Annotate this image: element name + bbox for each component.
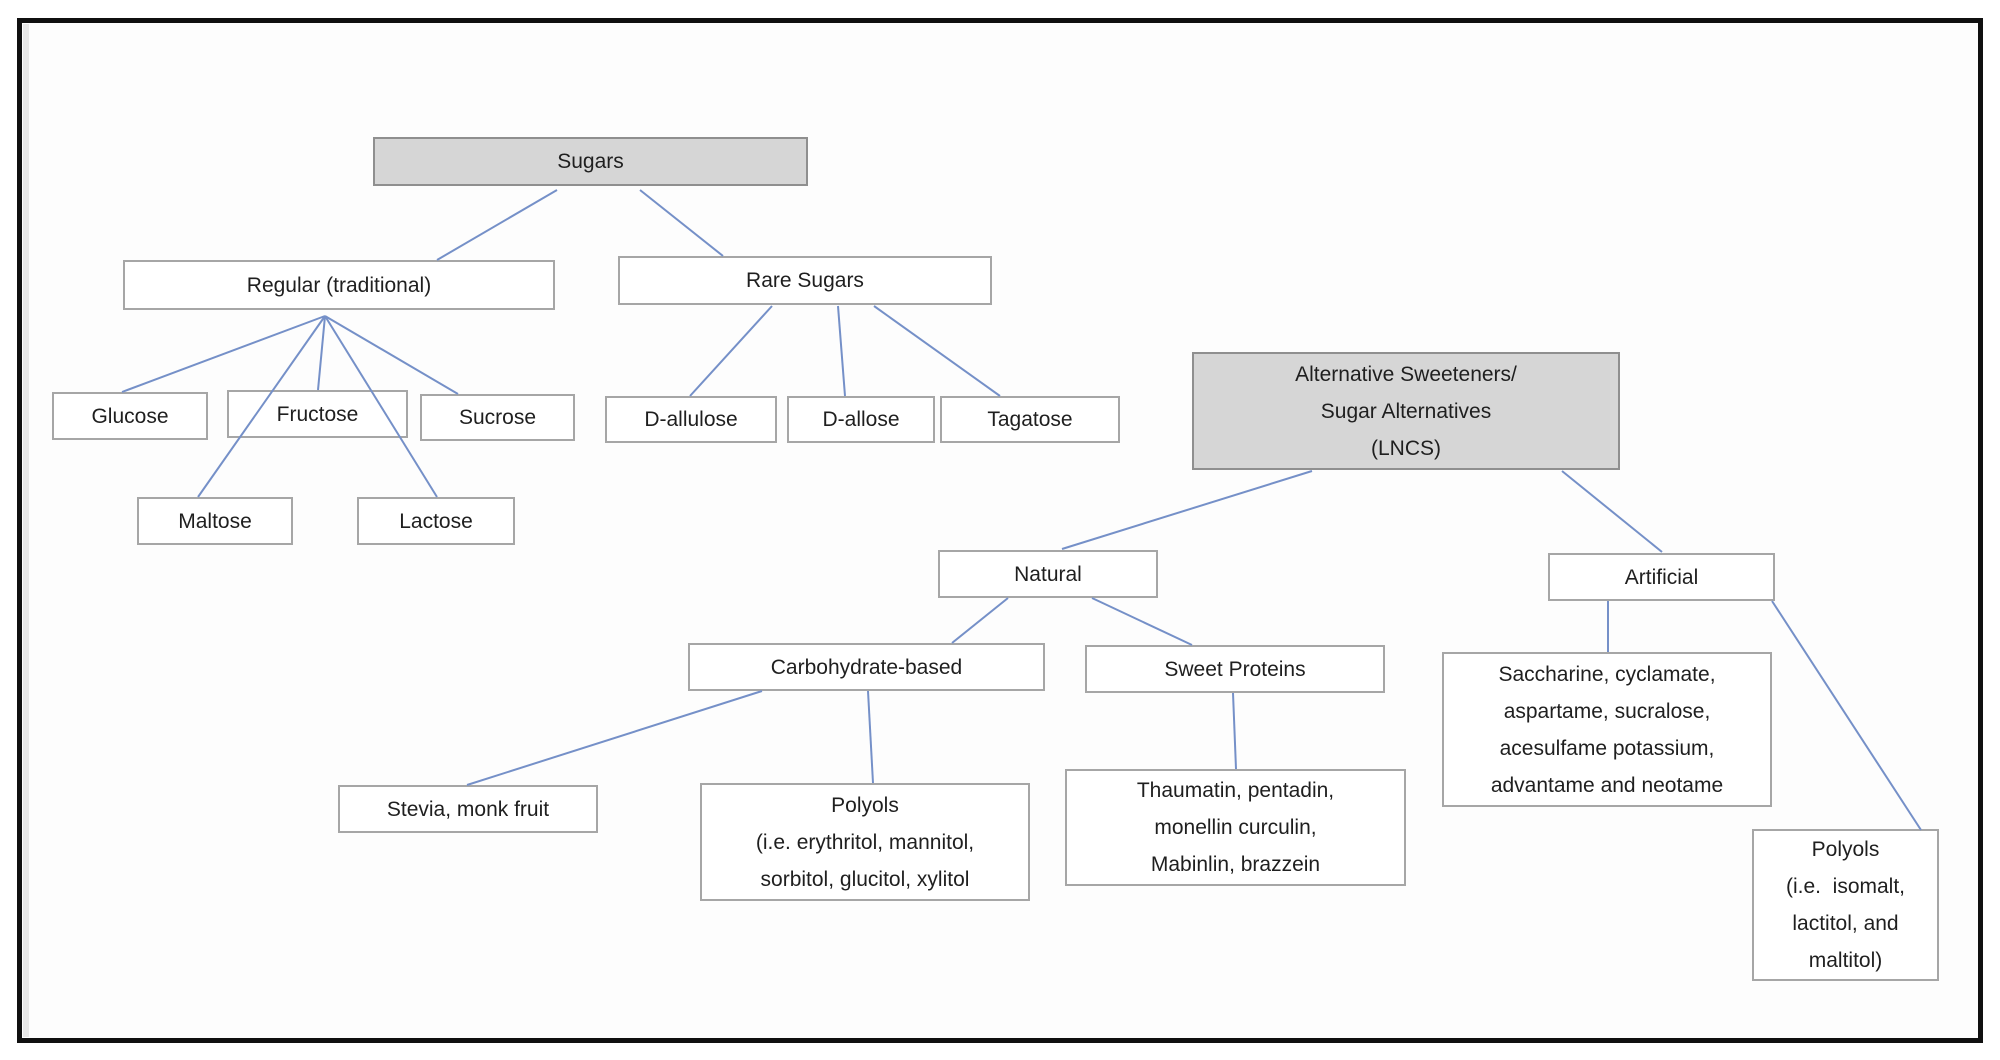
tree-node-label: Natural	[1014, 562, 1082, 586]
tree-node-maltose: Maltose	[137, 497, 293, 545]
tree-node-label: Sweet Proteins	[1164, 657, 1306, 681]
tree-node-label: Maltose	[178, 509, 252, 533]
tree-node-label: Fructose	[276, 402, 359, 426]
tree-node-rare-sugars: Rare Sugars	[618, 256, 992, 305]
tree-node-label: Stevia, monk fruit	[386, 797, 550, 821]
tree-node-tagatose: Tagatose	[940, 396, 1120, 443]
tree-node-sweet-protein-examples: Thaumatin, pentadin, monellin curculin, …	[1065, 769, 1406, 886]
tree-node-polyols-artificial: Polyols (i.e. isomalt, lactitol, and mal…	[1752, 829, 1939, 981]
tree-node-label: Sucrose	[458, 406, 537, 429]
tree-node-label: Sugars	[557, 150, 624, 173]
tree-node-label: Glucose	[91, 404, 169, 428]
tree-node-sugars: Sugars	[373, 137, 808, 186]
tree-node-artificial: Artificial	[1548, 553, 1775, 601]
tree-node-sweet-proteins: Sweet Proteins	[1085, 645, 1385, 693]
tree-node-label: Rare Sugars	[746, 269, 864, 292]
tree-node-d-allulose: D-allulose	[605, 396, 777, 443]
tree-node-label: Tagatose	[987, 408, 1073, 431]
tree-node-lactose: Lactose	[357, 497, 515, 545]
tree-node-natural: Natural	[938, 550, 1158, 598]
tree-node-label: Polyols (i.e. erythritol, mannitol, sorb…	[755, 793, 975, 891]
tree-node-label: D-allulose	[644, 408, 738, 431]
tree-node-label: Regular (traditional)	[246, 273, 432, 297]
tree-node-carbohydrate-based: Carbohydrate-based	[688, 643, 1045, 691]
tree-node-label: Lactose	[399, 509, 473, 533]
tree-node-polyols-natural: Polyols (i.e. erythritol, mannitol, sorb…	[700, 783, 1030, 901]
tree-node-label: Alternative Sweeteners/ Sugar Alternativ…	[1295, 362, 1517, 460]
tree-node-label: Carbohydrate-based	[770, 655, 963, 679]
tree-node-regular-traditional: Regular (traditional)	[123, 260, 555, 310]
tree-node-label: D-allose	[822, 408, 900, 431]
tree-node-glucose: Glucose	[52, 392, 208, 440]
tree-node-alternative-sweeteners: Alternative Sweeteners/ Sugar Alternativ…	[1192, 352, 1620, 470]
tree-node-sucrose: Sucrose	[420, 394, 575, 441]
tree-node-d-allose: D-allose	[787, 396, 935, 443]
tree-node-stevia-monk-fruit: Stevia, monk fruit	[338, 785, 598, 833]
tree-node-label: Thaumatin, pentadin, monellin curculin, …	[1136, 779, 1335, 876]
page-edge-shadow	[23, 24, 29, 1037]
tree-node-label: Saccharine, cyclamate, aspartame, sucral…	[1490, 662, 1724, 797]
tree-node-label: Artificial	[1624, 565, 1699, 589]
tree-node-label: Polyols (i.e. isomalt, lactitol, and mal…	[1785, 838, 1906, 972]
tree-node-fructose: Fructose	[227, 390, 408, 438]
tree-node-artificial-examples: Saccharine, cyclamate, aspartame, sucral…	[1442, 652, 1772, 807]
